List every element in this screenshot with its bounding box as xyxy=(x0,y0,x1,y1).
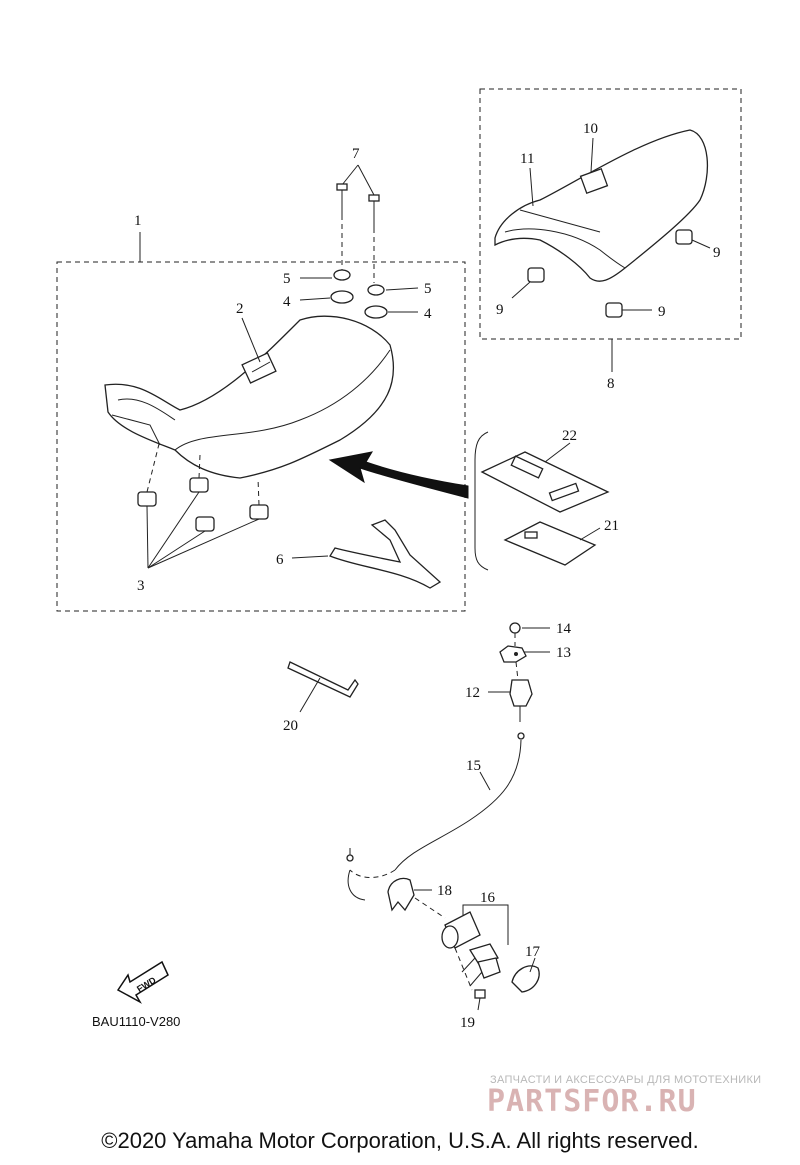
rear-seat xyxy=(494,129,709,282)
callout-8: 8 xyxy=(607,376,615,392)
callout-19: 19 xyxy=(460,1015,475,1031)
seat-lock-16 xyxy=(441,911,501,987)
grommets-4 xyxy=(330,290,388,319)
sheet-22 xyxy=(480,451,610,513)
callout-7: 7 xyxy=(352,146,360,162)
callout-5b: 5 xyxy=(424,281,432,297)
dampers-3 xyxy=(137,439,269,569)
callout-18: 18 xyxy=(437,883,452,899)
callout-10: 10 xyxy=(583,121,598,137)
seat-lock-cable-15 xyxy=(346,732,525,901)
callout-13: 13 xyxy=(556,645,571,661)
callout-9b: 9 xyxy=(658,304,666,320)
bolts-7 xyxy=(336,164,380,283)
callout-3: 3 xyxy=(137,578,145,594)
rear-seat-box xyxy=(479,88,742,340)
callout-15: 15 xyxy=(466,758,481,774)
callout-14: 14 xyxy=(556,621,572,637)
screw-19 xyxy=(454,947,486,1011)
callout-21: 21 xyxy=(604,518,619,534)
bracket-6 xyxy=(329,519,442,589)
clamp-18 xyxy=(387,877,415,912)
diagram-code: BAU1110-V280 xyxy=(92,1014,180,1029)
label-21 xyxy=(503,521,597,566)
callout-2: 2 xyxy=(236,301,244,317)
callout-22: 22 xyxy=(562,428,577,444)
watermark-tagline: ЗАПЧАСТИ И АКСЕССУАРЫ ДЛЯ МОТОТЕХНИКИ xyxy=(490,1074,761,1086)
copyright-notice: ©2020 Yamaha Motor Corporation, U.S.A. A… xyxy=(101,1128,699,1153)
callout-4a: 4 xyxy=(283,294,291,310)
watermark-logo: PARTSFOR.RU xyxy=(487,1084,697,1119)
callout-1: 1 xyxy=(134,213,142,229)
callout-9c: 9 xyxy=(713,245,721,261)
direction-arrow xyxy=(328,451,469,499)
fwd-arrow-icon: FWD xyxy=(116,960,169,1004)
cap-17 xyxy=(511,965,540,993)
hex-wrench-20 xyxy=(287,661,359,698)
callout-20: 20 xyxy=(283,718,298,734)
latch-parts xyxy=(499,622,533,722)
callout-4b: 4 xyxy=(424,306,432,322)
callout-9a: 9 xyxy=(496,302,504,318)
main-seat xyxy=(104,315,395,479)
callout-11: 11 xyxy=(520,151,534,167)
callout-17: 17 xyxy=(525,944,541,960)
callout-5a: 5 xyxy=(283,271,291,287)
callout-16: 16 xyxy=(480,890,496,906)
callout-12: 12 xyxy=(465,685,480,701)
callout-6: 6 xyxy=(276,552,284,568)
collars-5 xyxy=(333,269,385,296)
rear-dampers-9 xyxy=(527,229,693,318)
